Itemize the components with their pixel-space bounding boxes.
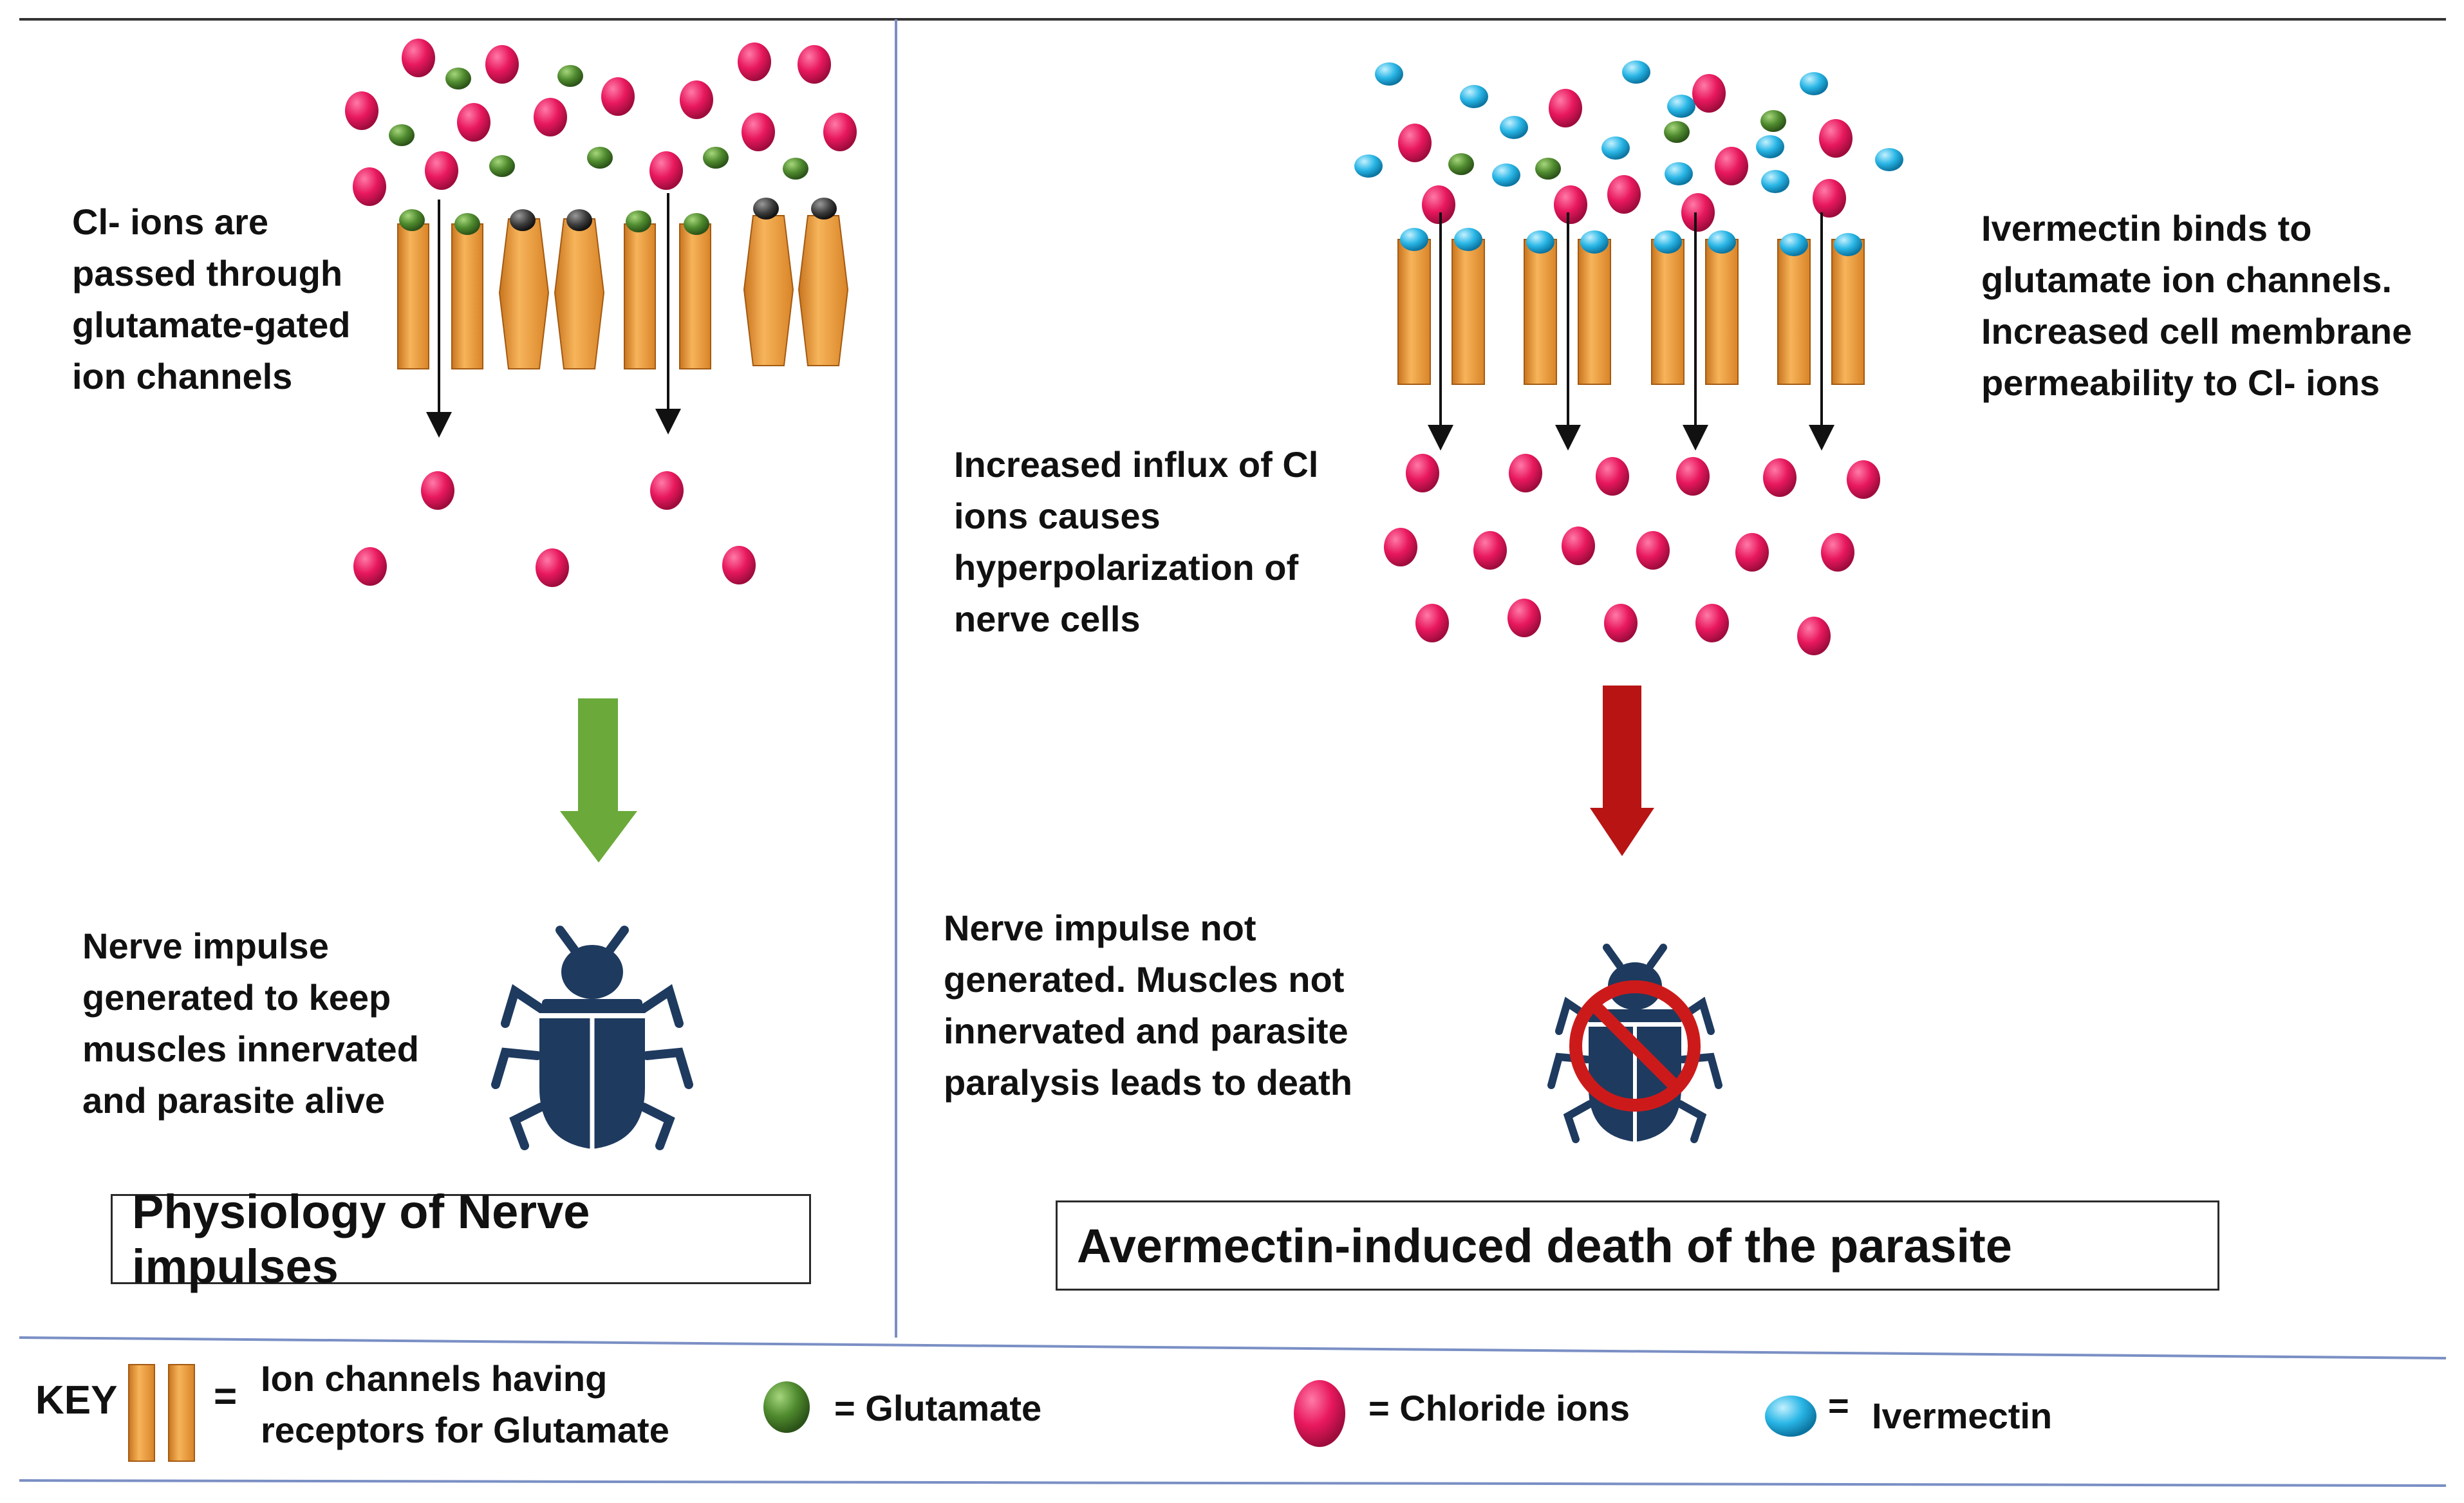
right-influx-arrows [1428,212,1834,451]
left-title-box: Physiology of Nerve impulses [111,1185,811,1293]
right-outcome-arrow [1590,686,1654,856]
right-impulse-label: Nerve impulse not generated. Muscles not… [944,908,1352,1103]
right-extracellular-ivermectin [1354,61,1903,193]
right-bound-ivermectin [1400,228,1862,256]
left-closed-channel-caps [510,198,837,231]
left-panel-title: Physiology of Nerve impulses [132,1185,590,1293]
key-ivermectin-swatch [1765,1396,1816,1437]
left-outcome-arrow [560,698,637,863]
left-extracellular-chloride-ions [345,39,857,206]
key-channel-equals: = [214,1374,238,1419]
key-glutamate-swatch [763,1381,810,1433]
key-channel-text: Ion channels having receptors for Glutam… [261,1358,669,1450]
left-channel-label: Cl- ions are passed through glutamate-ga… [72,201,351,397]
left-ion-channels [397,215,849,369]
key-chloride-text: = Chloride ions [1368,1388,1630,1428]
key-label: KEY [35,1378,118,1423]
key-ivermectin-text: Ivermectin [1872,1396,2053,1436]
right-intracellular-chloride-ions [1384,454,1880,655]
beetle-icon [491,926,693,1150]
key-chloride-swatch [1294,1380,1345,1447]
right-influx-label: Increased influx of Cl ions causes hyper… [954,444,1319,639]
no-beetle-icon [1547,944,1722,1143]
left-bound-glutamate [399,209,709,235]
right-extracellular-glutamate [1448,110,1786,180]
key-ivermectin-equals: = [1828,1385,1849,1426]
left-influx-arrows [426,193,681,438]
key-divider-bottom [19,1479,2447,1487]
left-intracellular-chloride-ions [353,471,756,587]
right-binding-label: Ivermectin binds to glutamate ion channe… [1981,208,2413,403]
left-impulse-label: Nerve impulse generated to keep muscles … [82,926,419,1121]
right-ion-channels [1397,239,1865,385]
key-glutamate-text: = Glutamate [834,1388,1042,1428]
left-extracellular-glutamate [389,65,808,180]
right-title-box: Avermectin-induced death of the parasite [1056,1200,2219,1291]
right-extracellular-chloride-ions [1398,74,1853,232]
key-divider-top [19,1336,2447,1359]
right-panel-title: Avermectin-induced death of the parasite [1077,1218,2012,1273]
key-channel-swatch [128,1364,195,1462]
